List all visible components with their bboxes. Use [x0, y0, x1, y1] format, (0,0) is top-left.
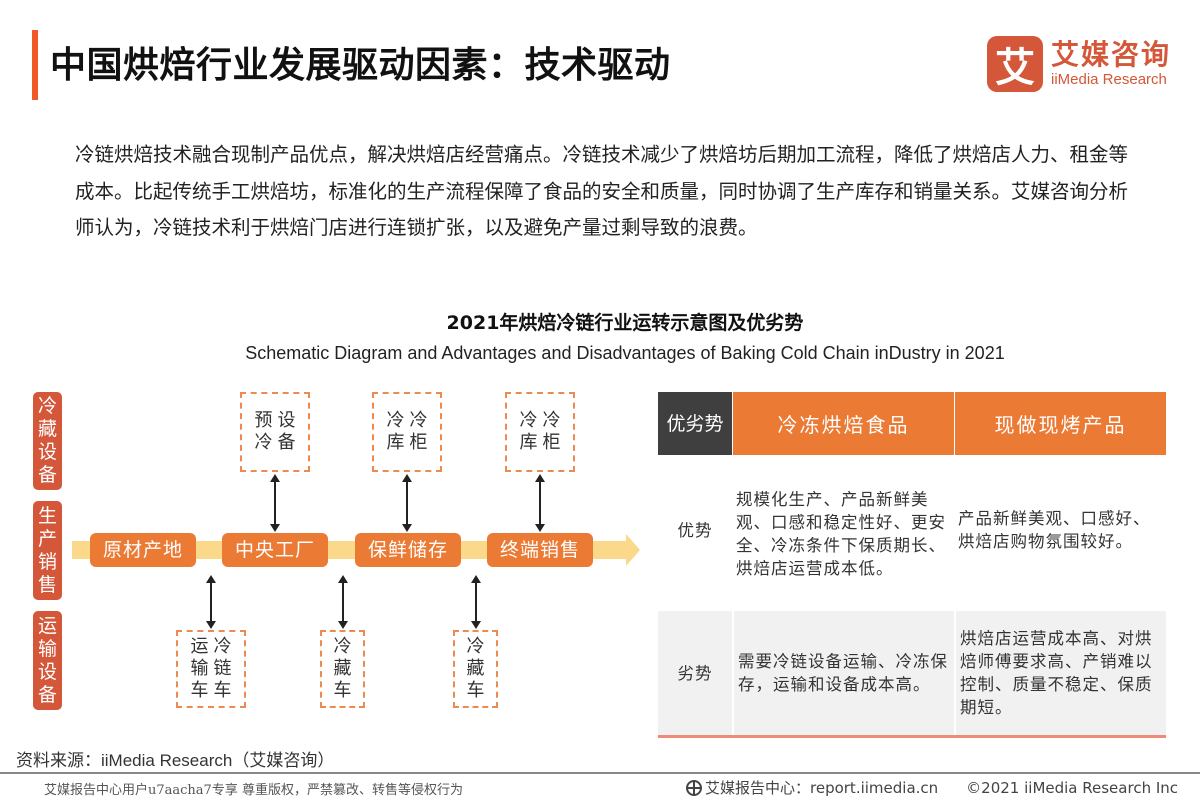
box-char: 冷	[213, 636, 232, 657]
footer-watermark: 艾媒报告中心用户u7aacha7专享 尊重版权，严禁篡改、转售等侵权行为	[44, 783, 463, 798]
box-char: 预	[254, 410, 273, 431]
cat-char: 销	[37, 550, 57, 573]
box-char: 藏	[333, 658, 352, 679]
footer-info: 艾媒报告中心：report.iimedia.cn ©2021 iiMedia R…	[686, 777, 1178, 798]
cat-char: 备	[37, 464, 57, 486]
box-char: 库	[519, 432, 538, 453]
category-transport-equipment: 运 输 设 备	[33, 611, 62, 710]
column-header-frozen-baked: 冷冻烘焙食品	[733, 392, 954, 455]
intro-paragraph: 冷链烘焙技术融合现制产品优点，解决烘焙店经营痛点。冷链技术减少了烘焙坊后期加工流…	[75, 143, 1129, 239]
table-header-row: 优劣势 冷冻烘焙食品 现做现烤产品	[658, 392, 1166, 455]
table-cell: 烘焙店运营成本高、对烘焙师傅要求高、产销难以控制、质量不稳定、保质期短。	[954, 611, 1166, 735]
cat-char: 生	[37, 504, 57, 527]
box-char: 车	[333, 680, 352, 701]
source-value: iiMedia Research（艾媒咨询）	[101, 751, 335, 770]
cat-char: 运	[37, 614, 57, 637]
box-char: 柜	[409, 432, 428, 453]
category-production-sales: 生 产 销 售	[33, 501, 62, 600]
box-precooling-equipment: 预冷 设备	[240, 392, 310, 472]
source-label: 资料来源：	[16, 751, 101, 771]
cat-char: 产	[37, 527, 57, 550]
page-title: 中国烘焙行业发展驱动因素：技术驱动	[50, 45, 671, 86]
box-char: 链	[213, 658, 232, 679]
node-terminal-sales: 终端销售	[487, 533, 593, 567]
box-char: 备	[277, 432, 296, 453]
globe-icon	[686, 779, 702, 796]
row-label: 劣势	[677, 663, 713, 683]
cat-char: 冷	[37, 395, 57, 417]
column-header-freshly-baked: 现做现烤产品	[955, 392, 1166, 455]
cat-char: 输	[37, 637, 57, 660]
category-cold-storage-equipment: 冷 藏 设 备	[33, 392, 62, 490]
logo-cn-text: 艾媒咨询	[1051, 38, 1172, 71]
data-source: 资料来源：iiMedia Research（艾媒咨询）	[16, 746, 334, 771]
node-raw-material-origin: 原材产地	[90, 533, 196, 567]
box-refrigerated-truck-1: 冷藏车	[320, 630, 365, 708]
box-cold-storage-cabinet-2: 冷库 冷柜	[505, 392, 575, 472]
box-char: 冷	[386, 410, 405, 431]
box-char: 冷	[254, 432, 273, 453]
table-corner-header: 优劣势	[658, 392, 732, 455]
table-cell: 规模化生产、产品新鲜美观、口感和稳定性好、更安全、冷冻条件下保质期长、烘焙店运营…	[736, 490, 946, 578]
box-char: 冷	[519, 410, 538, 431]
cat-char: 售	[37, 573, 57, 596]
footer-site-link[interactable]: 艾媒报告中心：report.iimedia.cn	[705, 779, 939, 797]
logo-en-text: iiMedia Research	[1051, 71, 1167, 88]
table-row-advantages: 优势 规模化生产、产品新鲜美观、口感和稳定性好、更安全、冷冻条件下保质期长、烘焙…	[658, 455, 1166, 605]
box-char: 输	[190, 658, 209, 679]
box-cold-chain-transport-truck: 运输车 冷链车	[176, 630, 246, 708]
box-char: 冷	[409, 410, 428, 431]
row-label: 优势	[677, 520, 713, 540]
box-char: 冷	[333, 636, 352, 657]
cat-char: 藏	[37, 418, 57, 440]
box-char: 车	[190, 680, 209, 701]
box-char: 设	[277, 410, 296, 431]
logo-mark-icon: 艾	[987, 36, 1043, 92]
table-cell: 产品新鲜美观、口感好、烘焙店购物氛围较好。	[958, 509, 1151, 551]
footer-divider	[0, 772, 1200, 774]
pros-cons-table: 优劣势 冷冻烘焙食品 现做现烤产品 优势 规模化生产、产品新鲜美观、口感和稳定性…	[658, 392, 1166, 738]
box-cold-storage-cabinet-1: 冷库 冷柜	[372, 392, 442, 472]
box-refrigerated-truck-2: 冷藏车	[453, 630, 498, 708]
table-row-disadvantages: 劣势 需要冷链设备运输、冷冻保存，运输和设备成本高。 烘焙店运营成本高、对烘焙师…	[658, 611, 1166, 738]
box-char: 库	[386, 432, 405, 453]
box-char: 运	[190, 636, 209, 657]
cat-char: 设	[37, 660, 57, 683]
flow-arrow-icon	[626, 534, 640, 566]
iimedia-logo: 艾 艾媒咨询 iiMedia Research	[987, 36, 1171, 92]
box-char: 车	[213, 680, 232, 701]
chart-subtitle: Schematic Diagram and Advantages and Dis…	[245, 343, 1005, 363]
title-accent-bar	[32, 30, 38, 100]
box-char: 藏	[466, 658, 485, 679]
cat-char: 备	[37, 683, 57, 706]
box-char: 冷	[466, 636, 485, 657]
box-char: 冷	[542, 410, 561, 431]
box-char: 柜	[542, 432, 561, 453]
node-central-factory: 中央工厂	[222, 533, 328, 567]
node-fresh-storage: 保鲜储存	[355, 533, 461, 567]
chart-title: 2021年烘焙冷链行业运转示意图及优劣势	[446, 312, 804, 334]
box-char: 车	[466, 680, 485, 701]
cat-char: 设	[37, 441, 57, 463]
table-cell: 需要冷链设备运输、冷冻保存，运输和设备成本高。	[732, 611, 954, 735]
footer-copyright: ©2021 iiMedia Research Inc	[966, 778, 1179, 797]
